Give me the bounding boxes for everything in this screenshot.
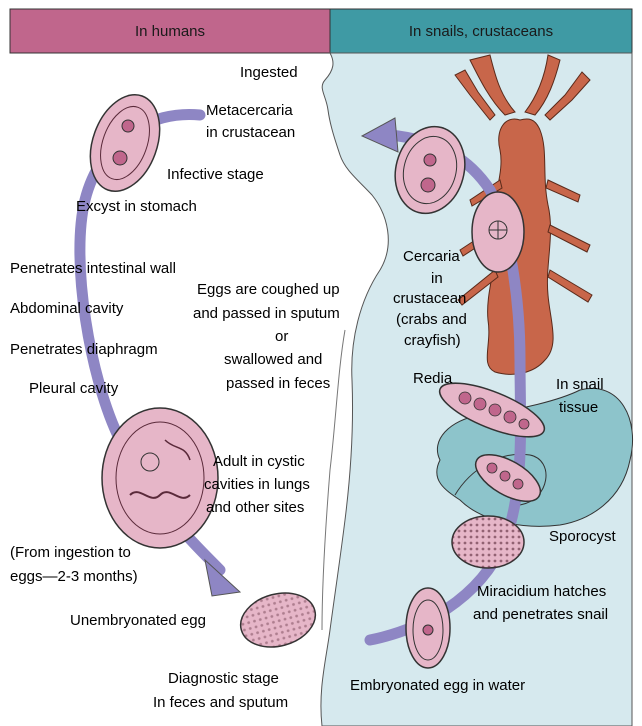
label-redia: Redia: [413, 370, 453, 387]
label-cercaria-2: in: [431, 270, 443, 287]
label-eggs-5: passed in feces: [226, 375, 330, 392]
label-unembryonated: Unembryonated egg: [70, 612, 206, 629]
sporocyst: [452, 516, 524, 568]
label-embryonated: Embryonated egg in water: [350, 677, 525, 694]
label-ingestion-1: (From ingestion to: [10, 544, 131, 561]
label-adult-3: and other sites: [206, 499, 304, 516]
label-ingested: Ingested: [240, 64, 298, 81]
label-cercaria-1: Cercaria: [403, 248, 460, 265]
header-bar: In humans In snails, crustaceans: [10, 9, 632, 53]
label-abdominal: Abdominal cavity: [10, 300, 124, 317]
embryonated-egg: [406, 588, 450, 668]
label-miracidium-2: and penetrates snail: [473, 606, 608, 623]
label-adult-2: cavities in lungs: [204, 476, 310, 493]
label-pleural: Pleural cavity: [29, 380, 119, 397]
adult-worm-cyst: [102, 408, 218, 548]
label-snail-1: In snail: [556, 376, 604, 393]
label-penetrates-wall: Penetrates intestinal wall: [10, 260, 176, 277]
label-eggs-4: swallowed and: [224, 351, 322, 368]
label-infective-stage: Infective stage: [167, 166, 264, 183]
label-excyst: Excyst in stomach: [76, 198, 197, 215]
label-diagnostic-2: In feces and sputum: [153, 694, 288, 711]
label-cercaria-4: (crabs and: [396, 311, 467, 328]
label-metacercaria-2: in crustacean: [206, 124, 295, 141]
label-snail-2: tissue: [559, 399, 598, 416]
label-miracidium-1: Miracidium hatches: [477, 583, 606, 600]
header-humans-label: In humans: [135, 23, 205, 40]
label-eggs-2: and passed in sputum: [193, 305, 340, 322]
label-diaphragm: Penetrates diaphragm: [10, 341, 158, 358]
label-eggs-1: Eggs are coughed up: [197, 281, 340, 298]
label-cercaria-5: crayfish): [404, 332, 461, 349]
label-adult-1: Adult in cystic: [213, 453, 305, 470]
label-metacercaria: Metacercaria: [206, 102, 293, 119]
unembryonated-egg: [235, 585, 322, 655]
label-cercaria-3: crustacean: [393, 290, 466, 307]
label-eggs-3: or: [275, 328, 288, 345]
cercaria: [472, 192, 524, 272]
label-sporocyst: Sporocyst: [549, 528, 617, 545]
label-diagnostic-1: Diagnostic stage: [168, 670, 279, 687]
label-ingestion-2: eggs—2-3 months): [10, 568, 138, 585]
header-snails-label: In snails, crustaceans: [409, 23, 553, 40]
